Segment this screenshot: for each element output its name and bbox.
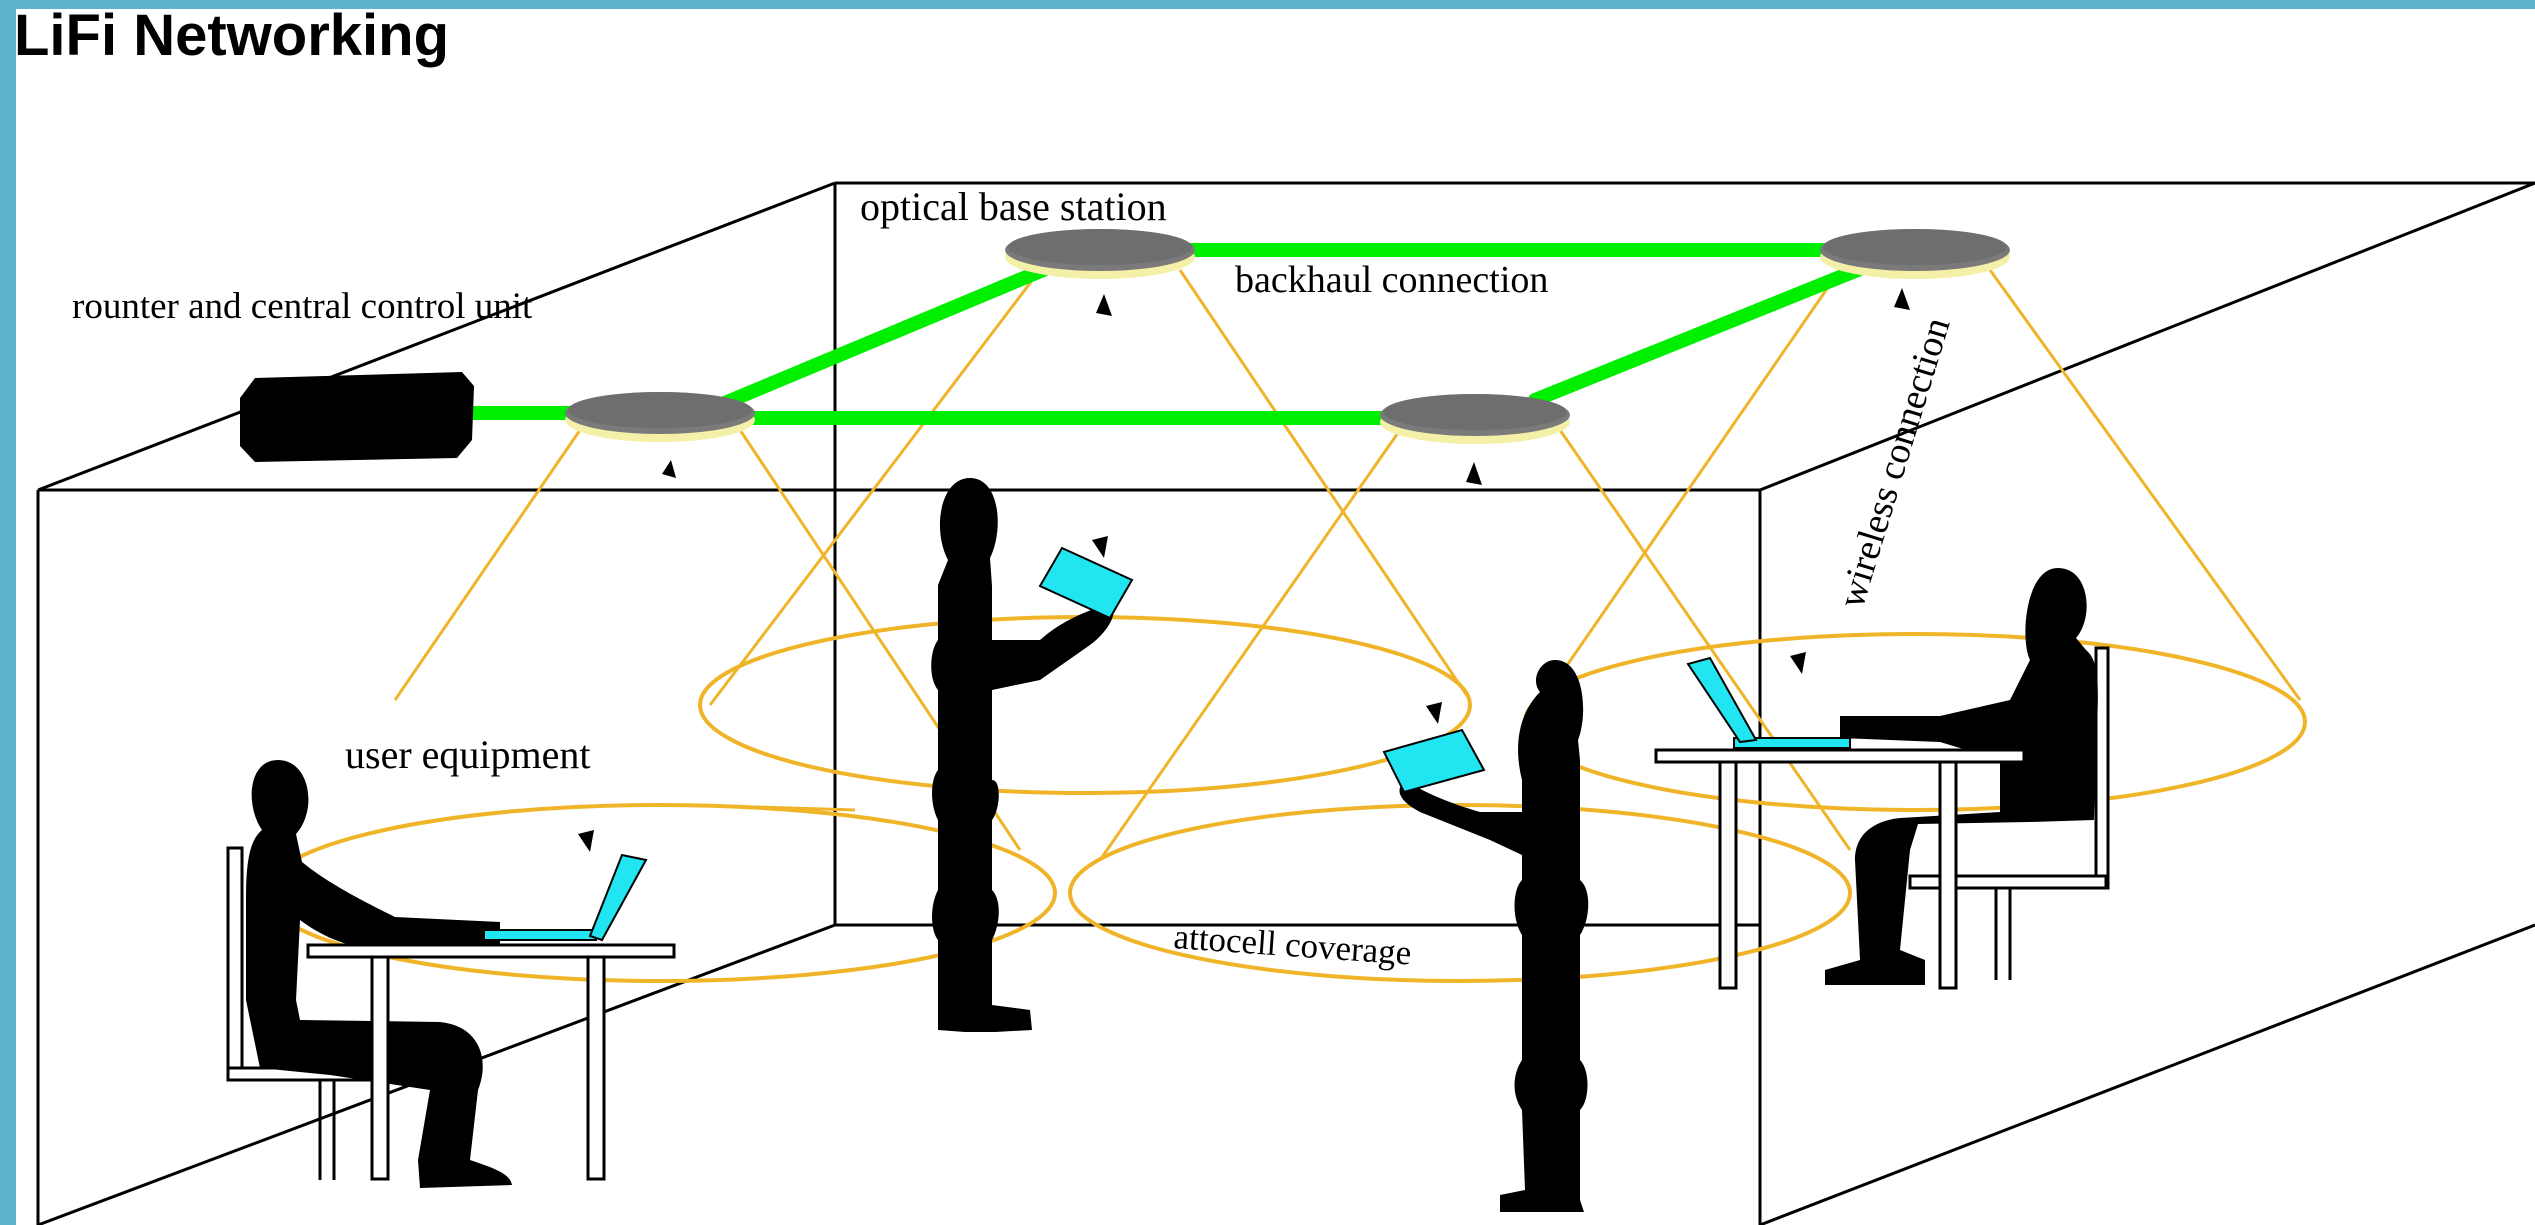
label-backhaul-connection: backhaul connection (1235, 259, 1548, 301)
desk (306, 943, 676, 959)
optical-base-station (1820, 229, 2010, 279)
person-standing-center (931, 478, 1134, 1032)
cone-line (1558, 429, 1852, 851)
desk (1938, 760, 1958, 990)
downlink-arrow-icon (578, 830, 594, 852)
label-wireless-connection: wireless connection (1830, 313, 1958, 613)
label-user-equipment: user equipment (345, 732, 591, 777)
cone-line (393, 429, 582, 701)
label-optical-base-station: optical base station (860, 184, 1167, 229)
room-ceiling-right-edge (1759, 181, 2535, 492)
downlink-arrow-icon (1790, 652, 1806, 674)
optical-base-station (1005, 229, 1195, 279)
laptop-icon (1686, 656, 1758, 744)
uplink-arrow-icon (1096, 294, 1112, 316)
light-cones (393, 269, 2302, 861)
chair (1908, 874, 2108, 890)
downlink-arrow-icon (1092, 536, 1108, 558)
router-device (240, 372, 474, 462)
cone-line (1988, 269, 2302, 701)
laptop-icon (1733, 737, 1851, 749)
standing-user-silhouette (931, 478, 1114, 1032)
cone-line (1548, 269, 1842, 691)
optical-base-station (1380, 394, 1570, 444)
tablet-icon (1382, 728, 1486, 794)
tablet-icon (1038, 546, 1134, 620)
chair (226, 846, 244, 1072)
backhaul-link (1528, 258, 1877, 407)
signal-arrow-markers (578, 288, 1910, 852)
laptop-icon (588, 853, 648, 942)
downlink-arrow-icon (1426, 702, 1442, 724)
uplink-arrow-icon (1894, 288, 1910, 310)
room-floor-right-edge (1759, 923, 2535, 1225)
desk (370, 955, 390, 1181)
room-ceiling-left-edge (37, 181, 836, 492)
optical-base-station (565, 392, 755, 442)
slide-title: LiFi Networking (14, 3, 449, 68)
slide-frame-left (0, 0, 16, 1225)
desk (1654, 748, 2026, 764)
seated-user-silhouette (1825, 568, 2098, 985)
person-standing-right (1382, 660, 1589, 1212)
desk (586, 955, 606, 1181)
laptop-icon (483, 929, 597, 941)
seated-user-silhouette (246, 760, 512, 1188)
standing-user-silhouette (1399, 660, 1589, 1212)
optical-base-stations (565, 229, 2010, 444)
person-seated-left (226, 760, 676, 1188)
cone-line (708, 269, 1042, 706)
backhaul-link (713, 258, 1062, 412)
label-router: rounter and central control unit (72, 286, 533, 327)
slide-frame-top (0, 0, 2535, 9)
attocell-ellipse (1068, 803, 1852, 983)
cone-line (1098, 429, 1402, 861)
uplink-arrow-icon (1466, 462, 1482, 485)
cone-line (1178, 269, 1472, 701)
desk (1718, 760, 1738, 990)
person-seated-right (1654, 568, 2110, 990)
uplink-arrow-icon (662, 460, 676, 478)
chair (2094, 646, 2110, 890)
